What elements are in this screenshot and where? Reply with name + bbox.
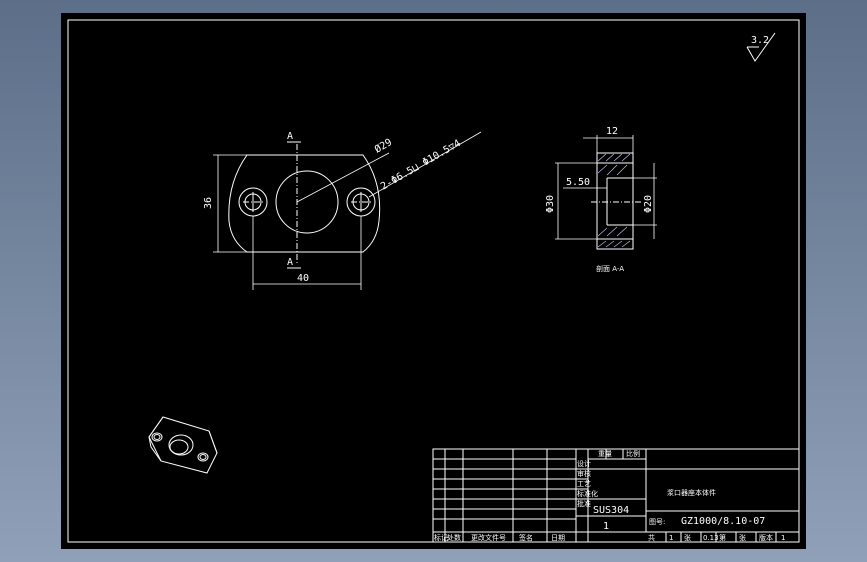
material: SUS304 xyxy=(593,505,629,516)
part-name: 浆口器座本体件 xyxy=(667,488,716,497)
section-mark-bottom: A xyxy=(287,257,293,268)
drawing-no: GZ1000/8.10-07 xyxy=(681,516,765,527)
inner-dia-dim: Φ20 xyxy=(643,195,654,213)
section-hatching xyxy=(597,153,631,248)
section-view: 12 5.50 Φ30 Φ20 剖面 A-A xyxy=(545,126,657,273)
front-view: A A 36 40 Ø29 2-Φ6.5⊔ Φ10.5▽4 xyxy=(203,131,482,290)
tb-approve-label: 批准 xyxy=(577,499,591,508)
tb-review-label: 审核 xyxy=(577,469,591,478)
surface-finish-value: 3.2 xyxy=(751,35,769,46)
height-dim: 36 xyxy=(203,197,214,209)
tb-bottom-value-4: 1 xyxy=(781,534,785,542)
section-mark-top: A xyxy=(287,131,293,142)
tb-bottom-label-2: 第 xyxy=(719,533,726,542)
tb-header-weight: 重量 xyxy=(598,450,612,458)
tb-header-scale: 比例 xyxy=(626,449,640,458)
outer-dia-dim: Φ30 xyxy=(545,195,556,213)
cad-viewport[interactable]: 3.2 A A 36 40 Ø29 xyxy=(61,13,806,549)
tb-process-label: 工艺 xyxy=(577,480,591,488)
tb-bottom-label-3: 张 xyxy=(739,533,746,542)
tb-design-label: 设计 xyxy=(577,459,591,468)
tb-bottom-label-4: 版本 xyxy=(759,533,773,542)
section-depth-dim: 5.50 xyxy=(566,177,590,188)
tb-standard-label: 标准化 xyxy=(577,489,598,498)
drawing-no-label: 图号: xyxy=(649,518,665,526)
center-bore xyxy=(275,170,339,234)
tb-bottom-label-0: 共 xyxy=(648,533,655,542)
drawing-canvas: 3.2 A A 36 40 Ø29 xyxy=(67,19,800,543)
isometric-view xyxy=(148,416,218,474)
title-block: 重量 比例 设计 审核 工艺 标准化 批准 浆口器座本体件 SUS304 1 图… xyxy=(432,448,800,543)
tb-bottom-label-1: 张 xyxy=(684,533,691,542)
tb-bottom-value-2: 0.13 xyxy=(703,534,719,542)
tb-row-label-0: 标记 xyxy=(434,533,448,542)
section-label: 剖面 A-A xyxy=(596,264,624,273)
tb-row-label-4: 日期 xyxy=(551,534,565,542)
tb-row-label-1: 处数 xyxy=(447,533,461,542)
plate-outline xyxy=(228,154,381,253)
tb-bottom-value-0: 1 xyxy=(669,534,673,542)
width-dim: 40 xyxy=(297,273,309,284)
tb-row-label-2: 更改文件号 xyxy=(471,533,506,542)
surface-finish-symbol: 3.2 xyxy=(746,32,776,62)
center-hole-callout: Ø29 xyxy=(373,136,395,155)
section-width-dim: 12 xyxy=(606,126,618,137)
quantity: 1 xyxy=(603,521,609,532)
tb-row-label-3: 签名 xyxy=(519,533,533,542)
